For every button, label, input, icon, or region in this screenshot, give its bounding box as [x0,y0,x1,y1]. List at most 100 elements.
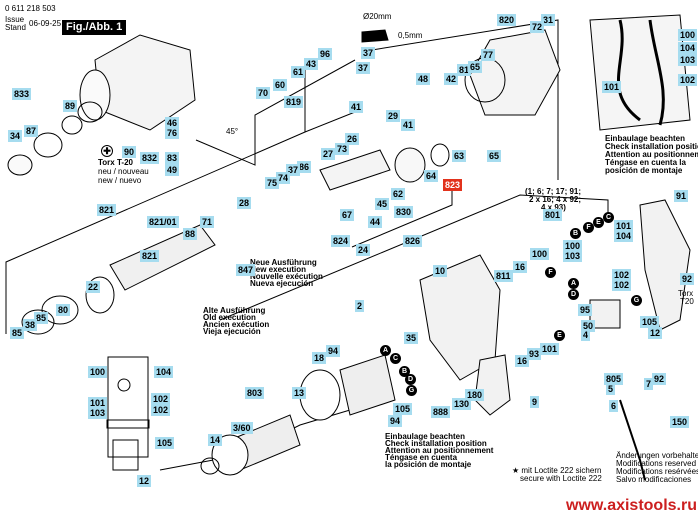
part-label-888[interactable]: 888 [431,406,451,418]
part-label-72[interactable]: 72 [530,21,545,33]
part-label-70[interactable]: 70 [256,87,271,99]
part-label-805[interactable]: 805 [604,373,624,385]
part-label-102[interactable]: 102 [678,74,698,86]
part-label-101[interactable]: 101 [602,81,622,93]
part-label-85[interactable]: 85 [34,312,49,324]
part-label-29[interactable]: 29 [386,110,401,122]
part-label-833[interactable]: 833 [12,88,32,100]
part-label-92[interactable]: 92 [680,273,695,285]
part-label-43[interactable]: 43 [304,58,319,70]
part-label-12[interactable]: 12 [137,475,152,487]
part-label-49[interactable]: 49 [165,164,180,176]
part-label-130[interactable]: 130 [452,398,472,410]
part-label-18[interactable]: 18 [312,352,327,364]
part-label-150[interactable]: 150 [670,416,690,428]
part-label-3-60[interactable]: 3/60 [231,422,253,434]
part-label-80[interactable]: 80 [56,304,71,316]
part-label-811[interactable]: 811 [494,270,513,282]
part-label-87[interactable]: 87 [24,125,39,137]
part-label-103[interactable]: 103 [678,54,698,66]
part-label-48[interactable]: 48 [416,73,431,85]
part-label-73[interactable]: 73 [335,143,350,155]
part-label-5[interactable]: 5 [606,383,616,395]
part-label-821-01[interactable]: 821/01 [147,216,179,228]
part-label-63[interactable]: 63 [452,150,467,162]
part-label-38[interactable]: 38 [23,319,38,331]
part-label-37-dimension[interactable]: 37 [356,62,371,74]
part-label-71[interactable]: 71 [200,216,215,228]
part-label-35[interactable]: 35 [404,332,419,344]
part-label-4[interactable]: 4 [581,329,591,341]
part-label-7[interactable]: 7 [644,378,654,390]
part-label-62[interactable]: 62 [391,188,406,200]
part-label-28[interactable]: 28 [237,197,252,209]
part-label-14[interactable]: 14 [208,434,223,446]
part-label-105[interactable]: 105 [640,316,660,328]
part-label-803[interactable]: 803 [245,387,265,399]
part-label-100[interactable]: 100 [88,366,108,378]
part-label-832[interactable]: 832 [140,152,160,164]
part-label-86[interactable]: 86 [297,161,312,173]
part-label-102[interactable]: 102 [151,404,171,416]
part-label-45[interactable]: 45 [375,198,390,210]
part-label-77[interactable]: 77 [481,49,496,61]
part-label-819[interactable]: 819 [284,96,304,108]
part-label-101[interactable]: 101 [614,220,634,232]
part-label-88[interactable]: 88 [183,228,198,240]
part-label-101[interactable]: 101 [540,343,560,355]
part-label-34[interactable]: 34 [8,130,23,142]
part-label-102[interactable]: 102 [151,393,171,405]
part-label-90[interactable]: 90 [122,146,137,158]
part-label-60[interactable]: 60 [273,79,288,91]
part-label-26[interactable]: 26 [345,133,360,145]
part-label-75[interactable]: 75 [265,177,280,189]
part-label-81[interactable]: 81 [457,64,472,76]
part-label-91[interactable]: 91 [674,190,689,202]
part-label-821[interactable]: 821 [97,204,117,216]
part-label-16[interactable]: 16 [513,261,528,273]
part-label-102[interactable]: 102 [612,269,632,281]
part-label-31[interactable]: 31 [541,14,556,26]
part-label-9[interactable]: 9 [530,396,540,408]
part-label-89[interactable]: 89 [63,100,78,112]
part-label-41[interactable]: 41 [349,101,364,113]
part-label-65[interactable]: 65 [468,61,483,73]
part-label-16[interactable]: 16 [515,355,530,367]
part-label-100[interactable]: 100 [530,248,550,260]
part-label-100[interactable]: 100 [563,240,583,252]
part-label-94[interactable]: 94 [388,415,403,427]
part-label-85[interactable]: 85 [10,327,25,339]
part-label-24[interactable]: 24 [356,244,371,256]
part-label-100[interactable]: 100 [678,29,698,41]
part-label-64[interactable]: 64 [424,170,439,182]
part-label-37[interactable]: 37 [361,47,376,59]
part-label-46[interactable]: 46 [165,117,180,129]
part-label-12[interactable]: 12 [648,327,663,339]
part-label-830[interactable]: 830 [394,206,414,218]
part-label-83[interactable]: 83 [165,152,180,164]
part-label-823-highlighted[interactable]: 823 [443,179,463,191]
part-label-2[interactable]: 2 [355,300,365,312]
part-label-801[interactable]: 801 [543,209,563,221]
part-label-102[interactable]: 102 [612,279,632,291]
part-label-41[interactable]: 41 [401,119,416,131]
part-label-74[interactable]: 74 [276,172,291,184]
part-label-76[interactable]: 76 [165,127,180,139]
part-label-22[interactable]: 22 [86,281,101,293]
part-label-104[interactable]: 104 [154,366,174,378]
part-label-824[interactable]: 824 [331,235,351,247]
part-label-13[interactable]: 13 [292,387,307,399]
part-label-65[interactable]: 65 [487,150,502,162]
part-label-847[interactable]: 847 [236,264,256,276]
part-label-826[interactable]: 826 [403,235,423,247]
part-label-67[interactable]: 67 [340,209,355,221]
part-label-27[interactable]: 27 [321,148,336,160]
part-label-105[interactable]: 105 [393,403,413,415]
part-label-61[interactable]: 61 [291,66,306,78]
part-label-821[interactable]: 821 [140,250,160,262]
part-label-103[interactable]: 103 [563,250,583,262]
part-label-93[interactable]: 93 [527,348,542,360]
part-label-820[interactable]: 820 [497,14,517,26]
part-label-104[interactable]: 104 [614,230,634,242]
part-label-94[interactable]: 94 [326,345,341,357]
